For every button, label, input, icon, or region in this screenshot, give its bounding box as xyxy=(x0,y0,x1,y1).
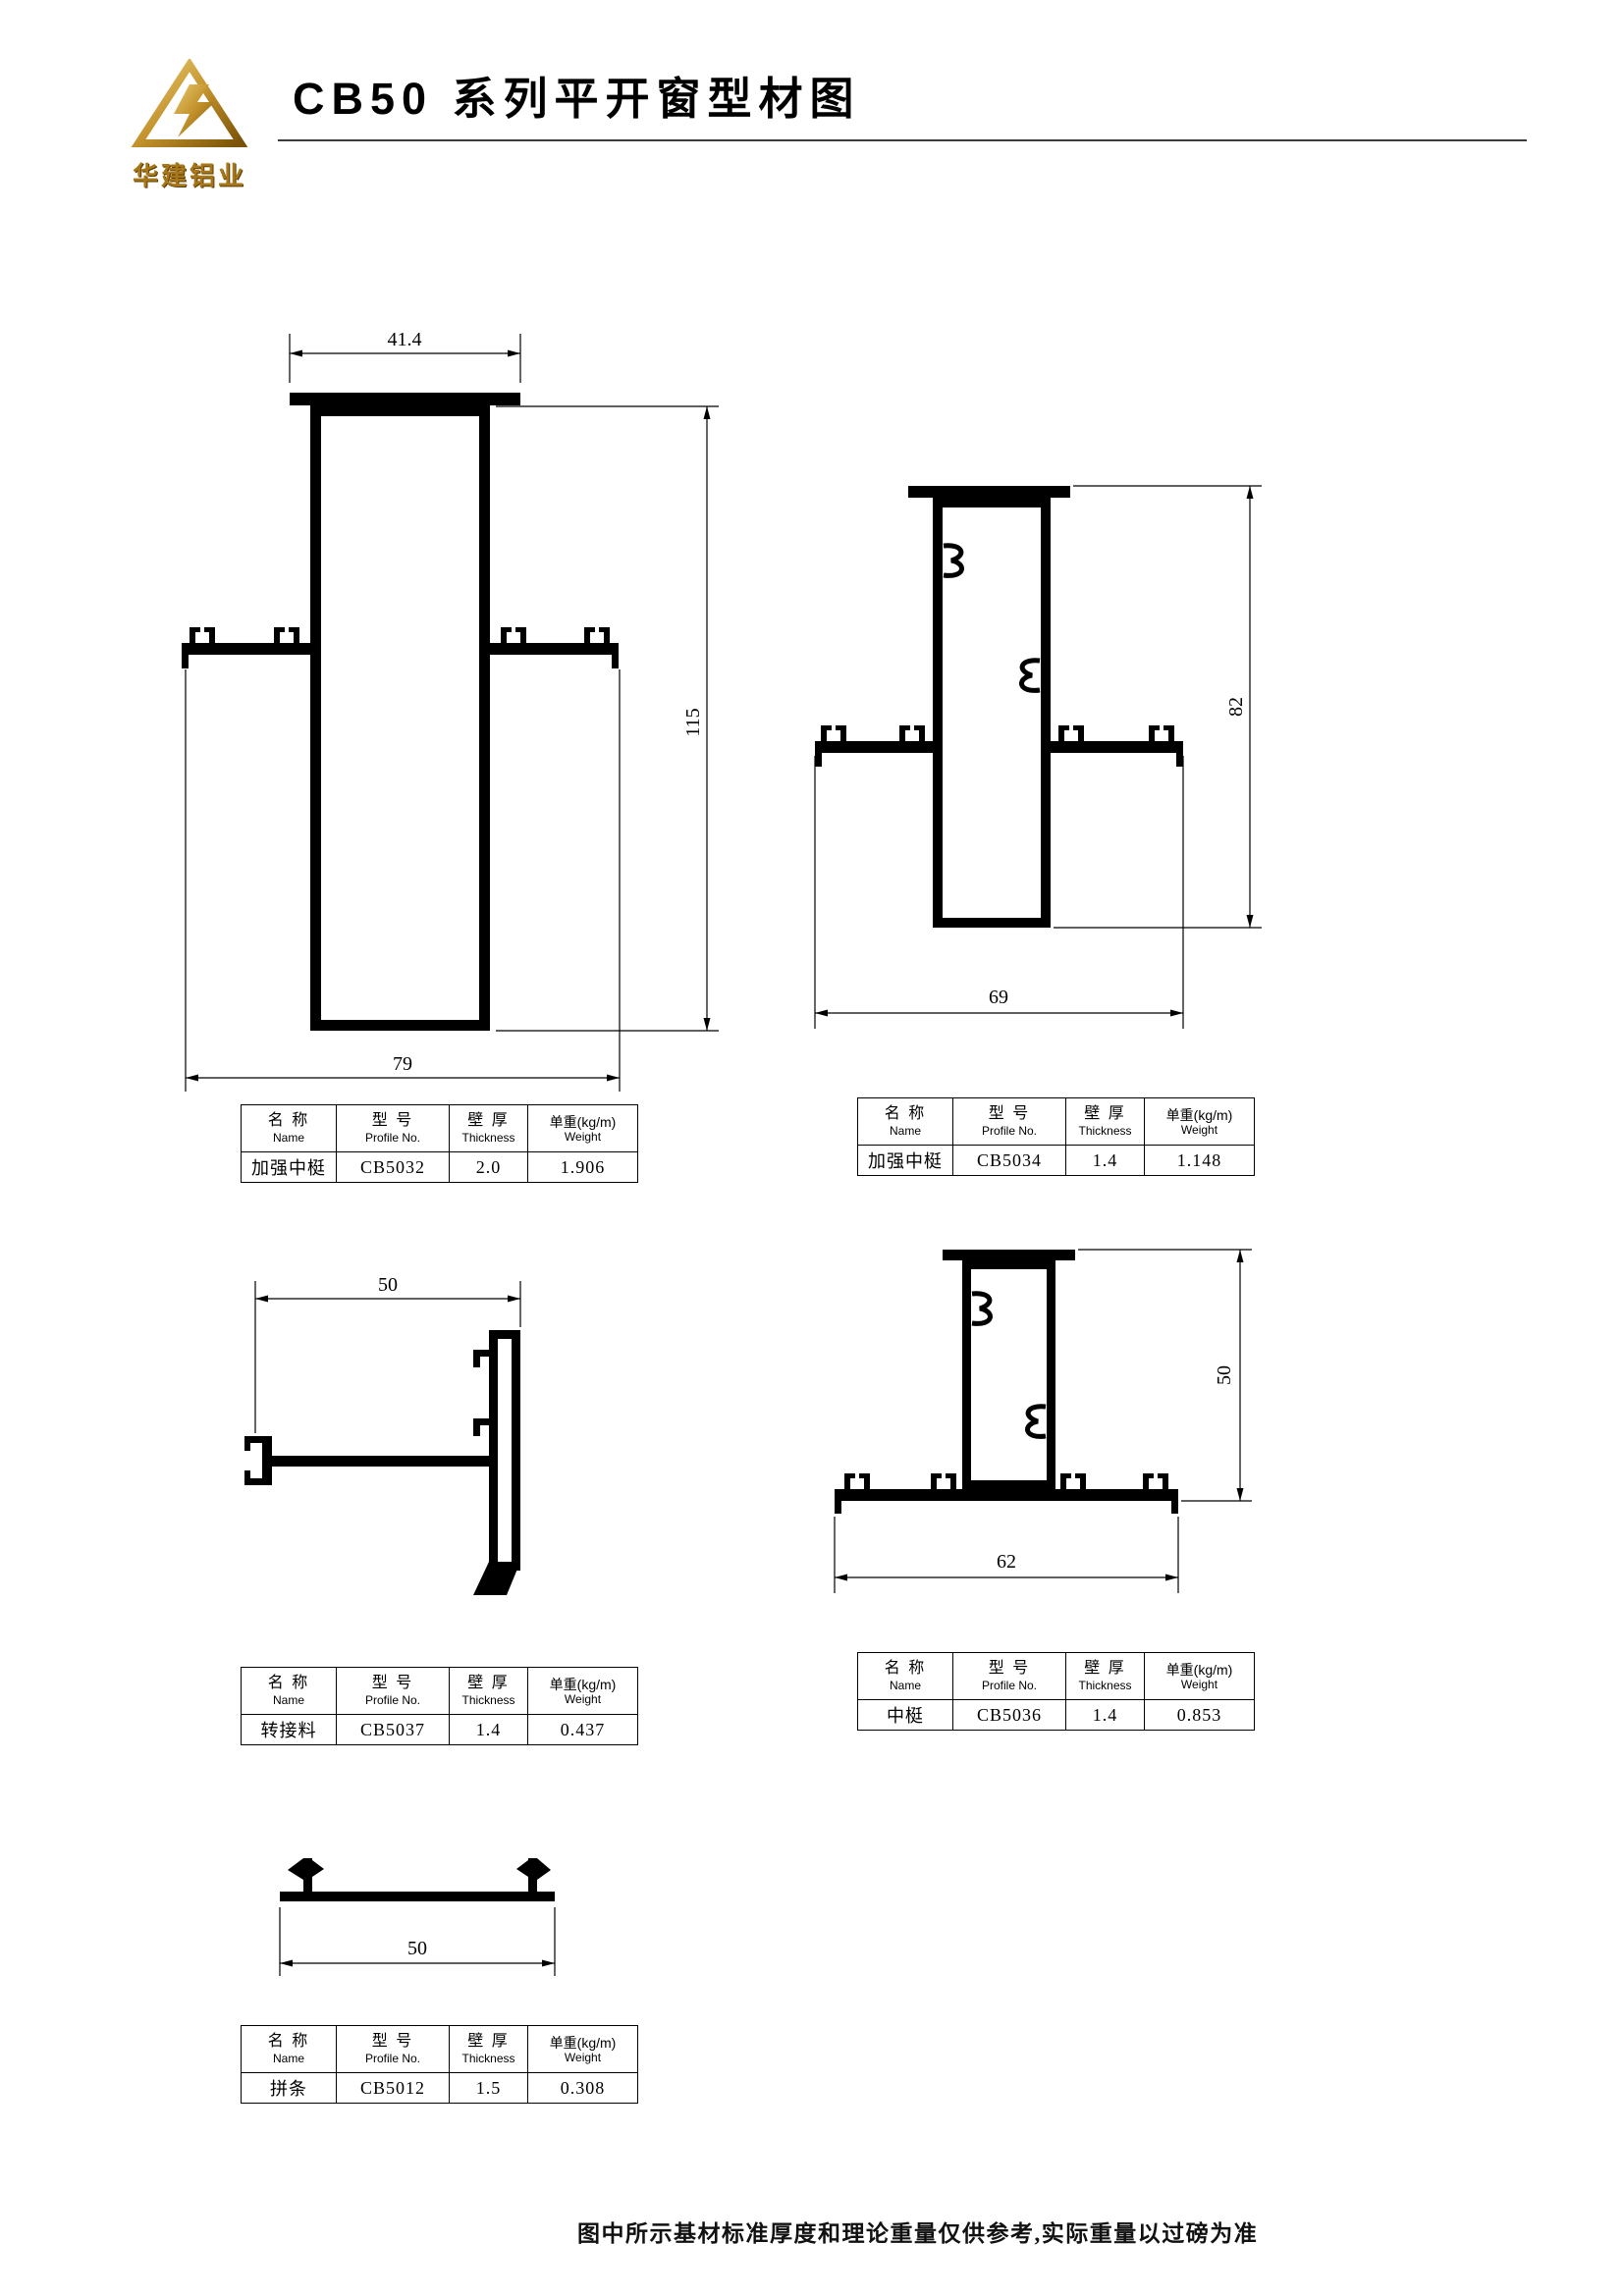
dimension-arrows xyxy=(255,1295,520,1303)
header-weight: 单重(kg/m)Weight xyxy=(1144,1097,1255,1146)
cell-profile-no: CB5037 xyxy=(336,1714,450,1745)
profile-shape xyxy=(835,1250,1178,1514)
profile-shape xyxy=(815,486,1183,928)
dim-width-label: 50 xyxy=(407,1938,427,1959)
dim-height-label: 50 xyxy=(1214,1365,1235,1385)
cell-profile-no: CB5036 xyxy=(952,1699,1066,1731)
company-logo: 华建铝业 xyxy=(108,57,271,192)
dim-top-width-label: 41.4 xyxy=(388,329,422,350)
profile-drawing-cb5037: 50 xyxy=(244,1274,521,1595)
cell-weight: 1.148 xyxy=(1144,1145,1255,1176)
cell-thickness: 1.4 xyxy=(1065,1699,1145,1731)
profile-drawing-cb5012: 50 xyxy=(279,1858,556,1976)
cell-weight: 0.308 xyxy=(527,2072,638,2104)
dimension-arrows xyxy=(280,1959,555,1967)
cell-weight: 0.437 xyxy=(527,1714,638,1745)
header-weight: 单重(kg/m)Weight xyxy=(1144,1652,1255,1700)
dimension-arrows xyxy=(835,1250,1244,1581)
cell-thickness: 1.5 xyxy=(449,2072,528,2104)
table-data-row: 拼条 CB5012 1.5 0.308 xyxy=(241,2072,638,2104)
profile-shape xyxy=(244,1330,520,1595)
profile-drawing-cb5036: 50 62 xyxy=(834,1249,1252,1593)
dimension-arrows xyxy=(815,486,1254,1017)
footer-disclaimer: 图中所示基材标准厚度和理论重量仅供参考,实际重量以过磅为准 xyxy=(577,2221,1259,2246)
dim-bottom-width-label: 79 xyxy=(393,1053,412,1075)
cell-thickness: 1.4 xyxy=(1065,1145,1145,1176)
cell-name: 转接料 xyxy=(241,1714,337,1745)
table-data-row: 加强中梃 CB5032 2.0 1.906 xyxy=(241,1151,638,1183)
cell-name: 加强中梃 xyxy=(857,1145,953,1176)
dim-bottom-width-label: 62 xyxy=(997,1551,1016,1573)
dimension-arrows xyxy=(186,349,711,1082)
cell-weight: 0.853 xyxy=(1144,1699,1255,1731)
profile-drawing-cb5032: 41.4 115 79 xyxy=(182,329,719,1092)
cell-thickness: 1.4 xyxy=(449,1714,528,1745)
profile-drawing-cb5034: 82 69 xyxy=(814,485,1262,1029)
company-logo-mark xyxy=(131,57,248,147)
table-data-row: 中梃 CB5036 1.4 0.853 xyxy=(857,1699,1255,1731)
dimension-lines xyxy=(834,1249,1252,1593)
dimension-lines xyxy=(185,334,719,1092)
header-weight: 单重(kg/m)Weight xyxy=(527,2025,638,2073)
cell-profile-no: CB5034 xyxy=(952,1145,1066,1176)
dimension-lines xyxy=(814,485,1262,1029)
dimension-lines xyxy=(279,1907,556,1976)
header-weight: 单重(kg/m)Weight xyxy=(527,1667,638,1715)
profile-shape xyxy=(280,1858,555,1901)
dim-height-label: 115 xyxy=(682,708,704,736)
dim-height-label: 82 xyxy=(1225,697,1247,717)
cell-profile-no: CB5012 xyxy=(336,2072,450,2104)
company-name: 华建铝业 xyxy=(132,161,246,190)
dim-bottom-width-label: 69 xyxy=(989,987,1008,1008)
profile-shape xyxy=(182,393,619,1031)
table-data-row: 加强中梃 CB5034 1.4 1.148 xyxy=(857,1145,1255,1176)
page-title: CB50 系列平开窗型材图 xyxy=(293,74,861,124)
cell-name: 中梃 xyxy=(857,1699,953,1731)
cell-weight: 1.906 xyxy=(527,1151,638,1183)
cell-name: 加强中梃 xyxy=(241,1151,337,1183)
cell-name: 拼条 xyxy=(241,2072,337,2104)
cell-profile-no: CB5032 xyxy=(336,1151,450,1183)
title-underline xyxy=(278,139,1527,141)
table-data-row: 转接料 CB5037 1.4 0.437 xyxy=(241,1714,638,1745)
header-weight: 单重(kg/m)Weight xyxy=(527,1104,638,1152)
dimension-lines xyxy=(254,1281,521,1433)
cell-thickness: 2.0 xyxy=(449,1151,528,1183)
dim-top-width-label: 50 xyxy=(378,1274,398,1296)
